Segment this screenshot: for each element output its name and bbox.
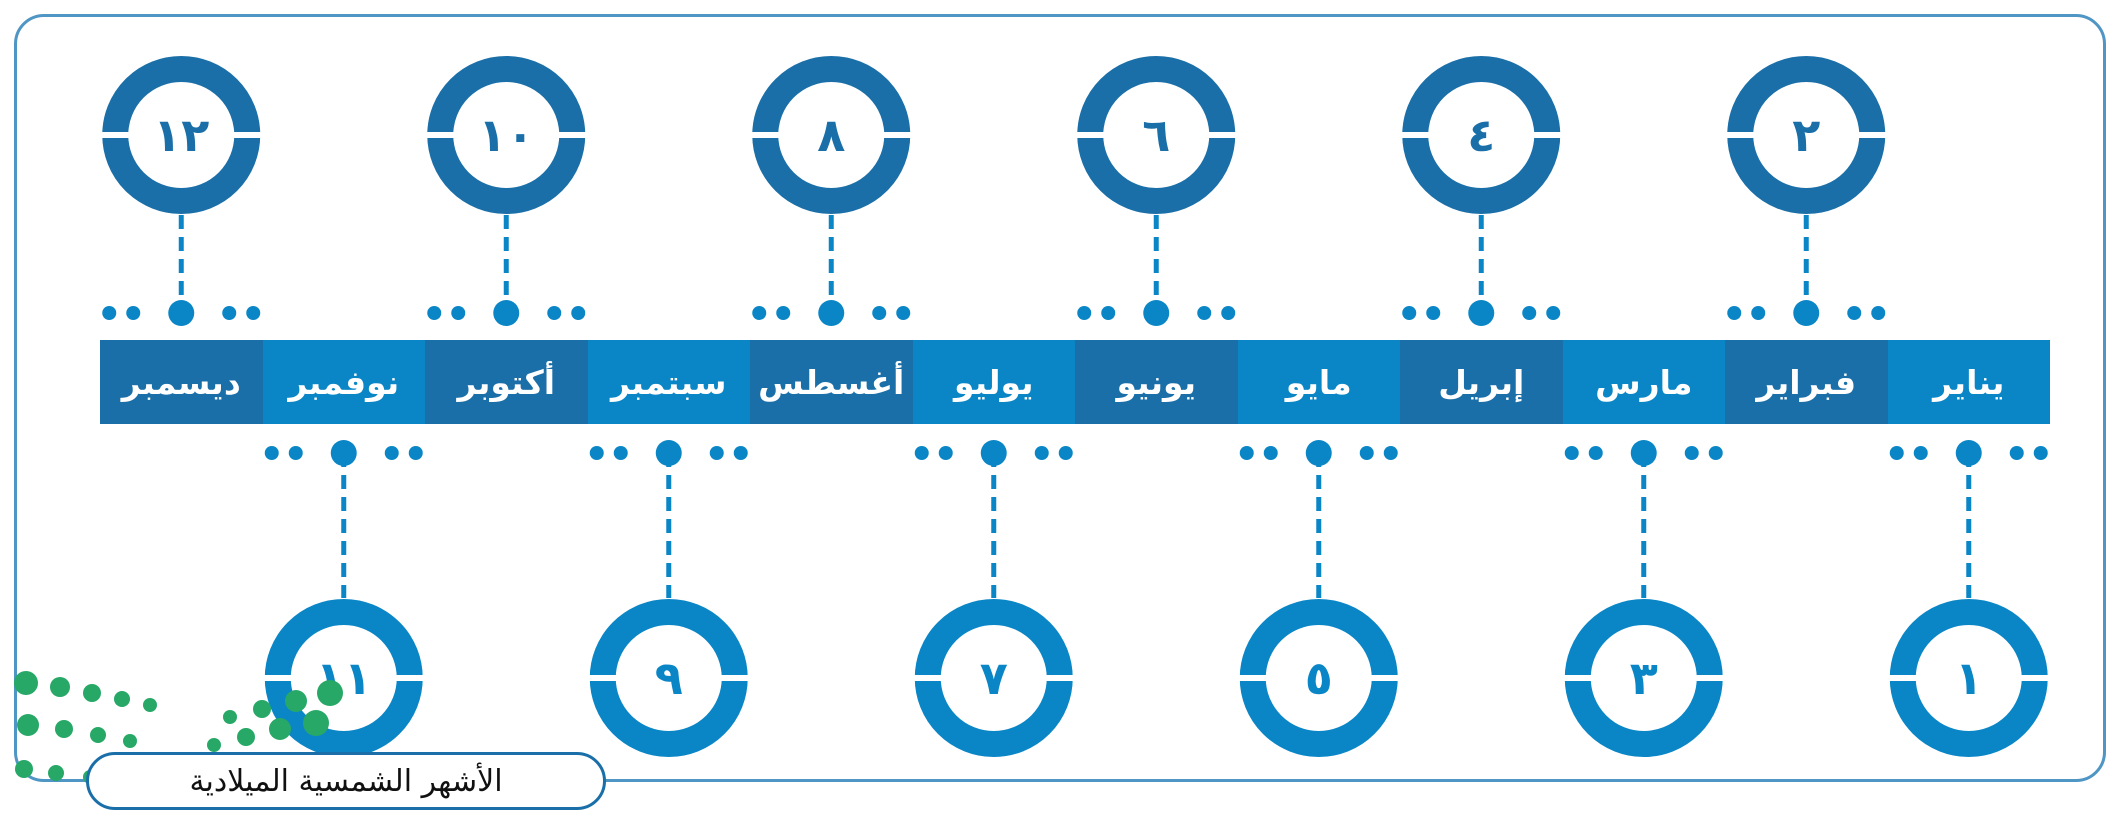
month-number-8: ٨ (817, 108, 846, 162)
month-cell-5: مايو (1237, 340, 1400, 424)
dot-4-3 (1546, 306, 1561, 320)
dot-2-3 (1871, 306, 1886, 320)
dot-8-0 (752, 306, 767, 320)
dot-1-3 (2033, 446, 2048, 460)
month-number-4: ٤ (1467, 108, 1496, 162)
dot-3-1 (1588, 446, 1603, 460)
decorative-dot-13 (207, 738, 221, 752)
decorative-dot-0 (14, 671, 38, 695)
dot-10-1 (451, 306, 466, 320)
dot-11-1 (288, 446, 303, 460)
dot-7-3 (1058, 446, 1073, 460)
dot-11-0 (264, 446, 279, 460)
dot-8-3 (896, 306, 911, 320)
dot-6-0 (1077, 306, 1092, 320)
decorative-dot-6 (253, 700, 271, 718)
month-cell-10: أكتوبر (425, 340, 588, 424)
month-cell-9: سبتمبر (587, 340, 750, 424)
decorative-dot-10 (55, 720, 73, 738)
dot-4-0 (1402, 306, 1417, 320)
dot-10-3 (571, 306, 586, 320)
decorative-dot-5 (223, 710, 237, 724)
decorative-dot-11 (90, 727, 106, 743)
dot-11-3 (408, 446, 423, 460)
dot-9-1 (613, 446, 628, 460)
month-cell-2: فبراير (1725, 340, 1888, 424)
month-cell-4: إبريل (1400, 340, 1563, 424)
dot-6-3 (1221, 306, 1236, 320)
month-number-1: ١ (1954, 651, 1983, 705)
month-number-2: ٢ (1792, 108, 1821, 162)
dot-6-2 (1197, 306, 1212, 320)
months-band: يناير فبراير مارس إبريل مايو يونيو يوليو… (100, 340, 2050, 424)
dot-6-1 (1101, 306, 1116, 320)
dot-5-1 (1263, 446, 1278, 460)
dot-5-3 (1383, 446, 1398, 460)
decorative-dot-1 (50, 677, 70, 697)
dot-12-1 (126, 306, 141, 320)
month-cell-8: أغسطس (750, 340, 913, 424)
month-number-10: ١٠ (478, 108, 535, 162)
dot-4-2 (1522, 306, 1537, 320)
dot-1-0 (1889, 446, 1904, 460)
month-number-9: ٩ (654, 651, 683, 705)
decorative-dot-12 (123, 734, 137, 748)
dot-1-2 (2009, 446, 2024, 460)
dot-9-0 (589, 446, 604, 460)
dot-4-1 (1426, 306, 1441, 320)
decorative-dot-17 (15, 760, 33, 778)
decorative-dot-14 (237, 728, 255, 746)
dot-11-2 (384, 446, 399, 460)
dot-8-1 (776, 306, 791, 320)
dot-3-2 (1684, 446, 1699, 460)
month-cell-7: يوليو (912, 340, 1075, 424)
month-cell-12: ديسمبر (100, 340, 263, 424)
month-number-12: ١٢ (153, 108, 210, 162)
month-number-5: ٥ (1304, 651, 1333, 705)
month-cell-3: مارس (1562, 340, 1725, 424)
decorative-dot-4 (143, 698, 157, 712)
dot-12-3 (246, 306, 261, 320)
decorative-dot-15 (269, 718, 291, 740)
decorative-dot-7 (285, 690, 307, 712)
dot-10-2 (547, 306, 562, 320)
dot-8-2 (872, 306, 887, 320)
decorative-dot-9 (17, 714, 39, 736)
dot-7-2 (1034, 446, 1049, 460)
month-number-7: ٧ (979, 651, 1008, 705)
dot-2-0 (1727, 306, 1742, 320)
decorative-dot-3 (114, 691, 130, 707)
diagram-frame (14, 14, 2106, 782)
dot-5-2 (1359, 446, 1374, 460)
dot-5-0 (1239, 446, 1254, 460)
decorative-dot-8 (317, 680, 343, 706)
decorative-dot-18 (48, 765, 64, 781)
month-cell-11: نوفمبر (262, 340, 425, 424)
dot-2-2 (1847, 306, 1862, 320)
dot-7-0 (914, 446, 929, 460)
dot-12-0 (102, 306, 117, 320)
dot-1-1 (1913, 446, 1928, 460)
dot-12-2 (222, 306, 237, 320)
dot-10-0 (427, 306, 442, 320)
month-number-6: ٦ (1142, 108, 1171, 162)
month-number-3: ٣ (1629, 651, 1658, 705)
diagram-title: الأشهر الشمسية الميلادية (86, 752, 606, 810)
month-cell-6: يونيو (1075, 340, 1238, 424)
month-cell-1: يناير (1887, 340, 2050, 424)
dot-9-2 (709, 446, 724, 460)
decorative-dot-2 (83, 684, 101, 702)
dot-2-1 (1751, 306, 1766, 320)
dot-3-3 (1708, 446, 1723, 460)
dot-9-3 (733, 446, 748, 460)
dot-7-1 (938, 446, 953, 460)
decorative-dot-16 (303, 710, 329, 736)
dot-3-0 (1564, 446, 1579, 460)
